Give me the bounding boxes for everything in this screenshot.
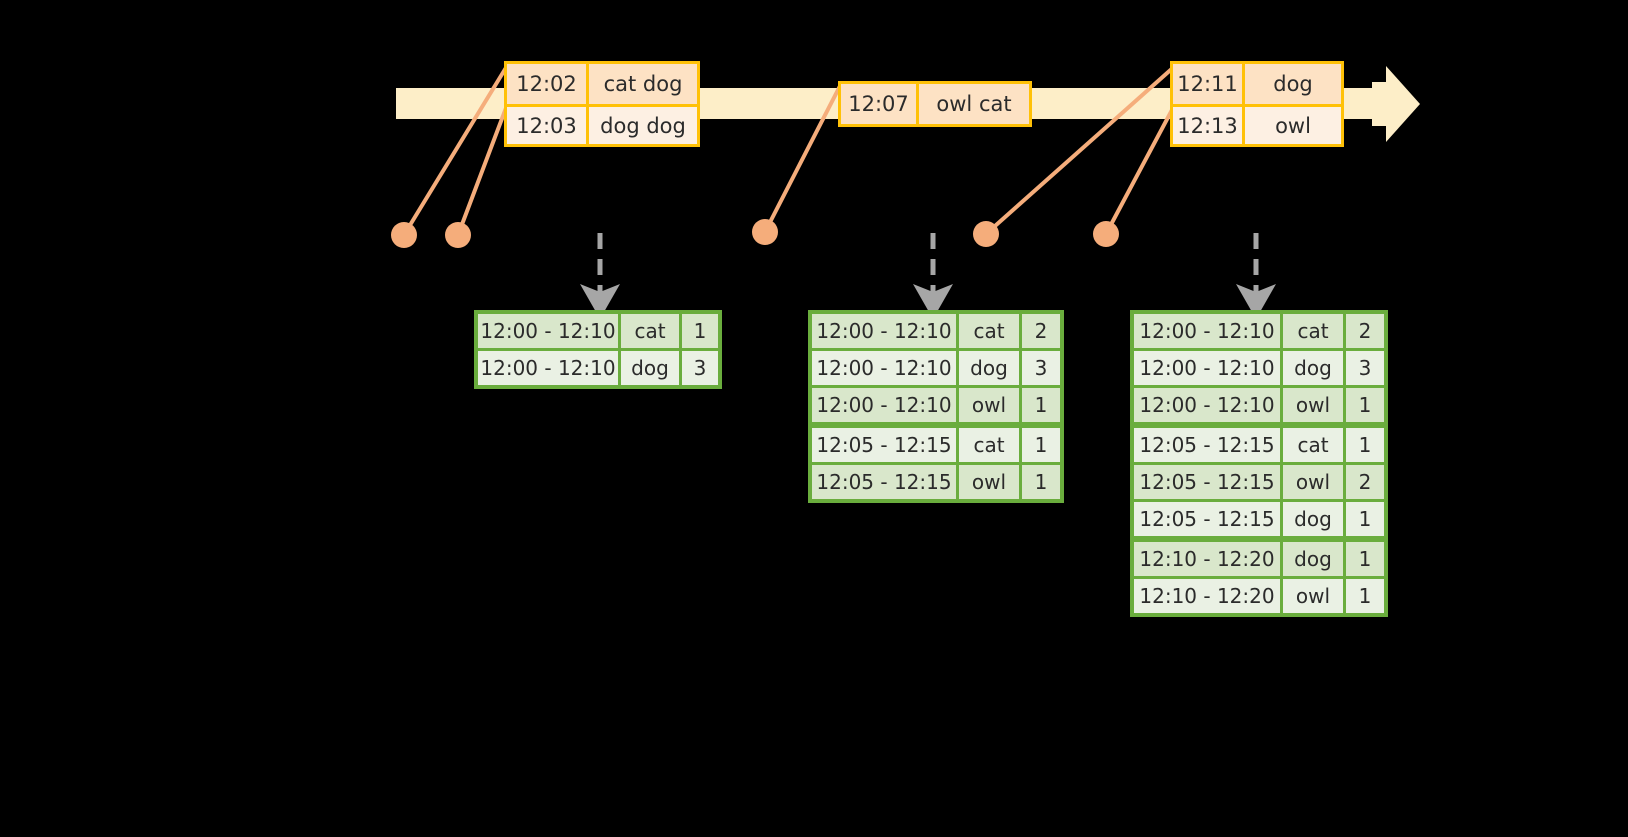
table-cell-word: cat	[959, 428, 1019, 462]
table-cell-word: dog	[1283, 502, 1343, 536]
table-cell-word: owl	[1283, 465, 1343, 499]
message-time: 12:02	[507, 64, 589, 104]
table-cell-window: 12:05 - 12:15	[1134, 502, 1280, 536]
message-group-2[interactable]: 12:07 owl cat	[838, 81, 1032, 127]
event-dot-4	[973, 221, 999, 247]
message-text: dog dog	[589, 107, 697, 144]
table-cell-word: dog	[621, 351, 679, 385]
table-cell-window: 12:00 - 12:10	[478, 351, 618, 385]
table-cell-count: 1	[1346, 502, 1384, 536]
message-row[interactable]: 12:03 dog dog	[507, 104, 697, 144]
message-row[interactable]: 12:13 owl	[1173, 104, 1341, 144]
table-cell-word: cat	[1283, 428, 1343, 462]
table-cell-window: 12:00 - 12:10	[1134, 388, 1280, 422]
table-cell-count: 1	[1346, 428, 1384, 462]
table-cell-word: cat	[959, 314, 1019, 348]
message-row[interactable]: 12:07 owl cat	[841, 84, 1029, 124]
table-cell-count: 1	[682, 314, 718, 348]
message-row[interactable]: 12:02 cat dog	[507, 64, 697, 104]
table-cell-window: 12:05 - 12:15	[812, 428, 956, 462]
message-text: dog	[1245, 64, 1341, 104]
message-time: 12:13	[1173, 107, 1245, 144]
table-cell-word: cat	[1283, 314, 1343, 348]
event-dot-5	[1093, 221, 1119, 247]
table-cell-window: 12:05 - 12:15	[812, 465, 956, 499]
message-group-3[interactable]: 12:11 dog 12:13 owl	[1170, 61, 1344, 147]
table-cell-count: 2	[1346, 314, 1384, 348]
event-dot-3	[752, 219, 778, 245]
table-cell-word: dog	[1283, 351, 1343, 385]
table-cell-count: 1	[1346, 579, 1384, 613]
table-cell-count: 2	[1346, 465, 1384, 499]
connector-line-2	[456, 106, 508, 237]
table-cell-count: 3	[682, 351, 718, 385]
event-dot-2	[445, 222, 471, 248]
table-cell-count: 3	[1346, 351, 1384, 385]
table-cell-word: owl	[1283, 579, 1343, 613]
table-cell-window: 12:00 - 12:10	[812, 314, 956, 348]
table-cell-count: 1	[1022, 428, 1060, 462]
right-arrow-icon	[1386, 66, 1420, 142]
table-cell-window: 12:00 - 12:10	[812, 351, 956, 385]
table-cell-window: 12:10 - 12:20	[1134, 542, 1280, 576]
table-cell-window: 12:05 - 12:15	[1134, 465, 1280, 499]
message-text: cat dog	[589, 64, 697, 104]
message-text: owl	[1245, 107, 1341, 144]
connector-line-5	[1104, 106, 1175, 236]
table-cell-word: owl	[959, 388, 1019, 422]
event-dot-1	[391, 222, 417, 248]
table-cell-count: 1	[1346, 388, 1384, 422]
table-cell-word: dog	[1283, 542, 1343, 576]
message-time: 12:03	[507, 107, 589, 144]
table-cell-window: 12:00 - 12:10	[1134, 351, 1280, 385]
table-cell-window: 12:00 - 12:10	[1134, 314, 1280, 348]
table-cell-count: 1	[1022, 388, 1060, 422]
message-group-1[interactable]: 12:02 cat dog 12:03 dog dog	[504, 61, 700, 147]
table-cell-count: 1	[1346, 542, 1384, 576]
table-cell-count: 3	[1022, 351, 1060, 385]
table-cell-window: 12:05 - 12:15	[1134, 428, 1280, 462]
table-cell-word: dog	[959, 351, 1019, 385]
message-time: 12:07	[841, 84, 919, 124]
message-time: 12:11	[1173, 64, 1245, 104]
message-text: owl cat	[919, 84, 1029, 124]
table-cell-window: 12:00 - 12:10	[812, 388, 956, 422]
table-cell-window: 12:00 - 12:10	[478, 314, 618, 348]
table-cell-count: 2	[1022, 314, 1060, 348]
message-row[interactable]: 12:11 dog	[1173, 64, 1341, 104]
table-cell-word: cat	[621, 314, 679, 348]
table-cell-window: 12:10 - 12:20	[1134, 579, 1280, 613]
table-cell-count: 1	[1022, 465, 1060, 499]
table-cell-word: owl	[959, 465, 1019, 499]
table-cell-word: owl	[1283, 388, 1343, 422]
